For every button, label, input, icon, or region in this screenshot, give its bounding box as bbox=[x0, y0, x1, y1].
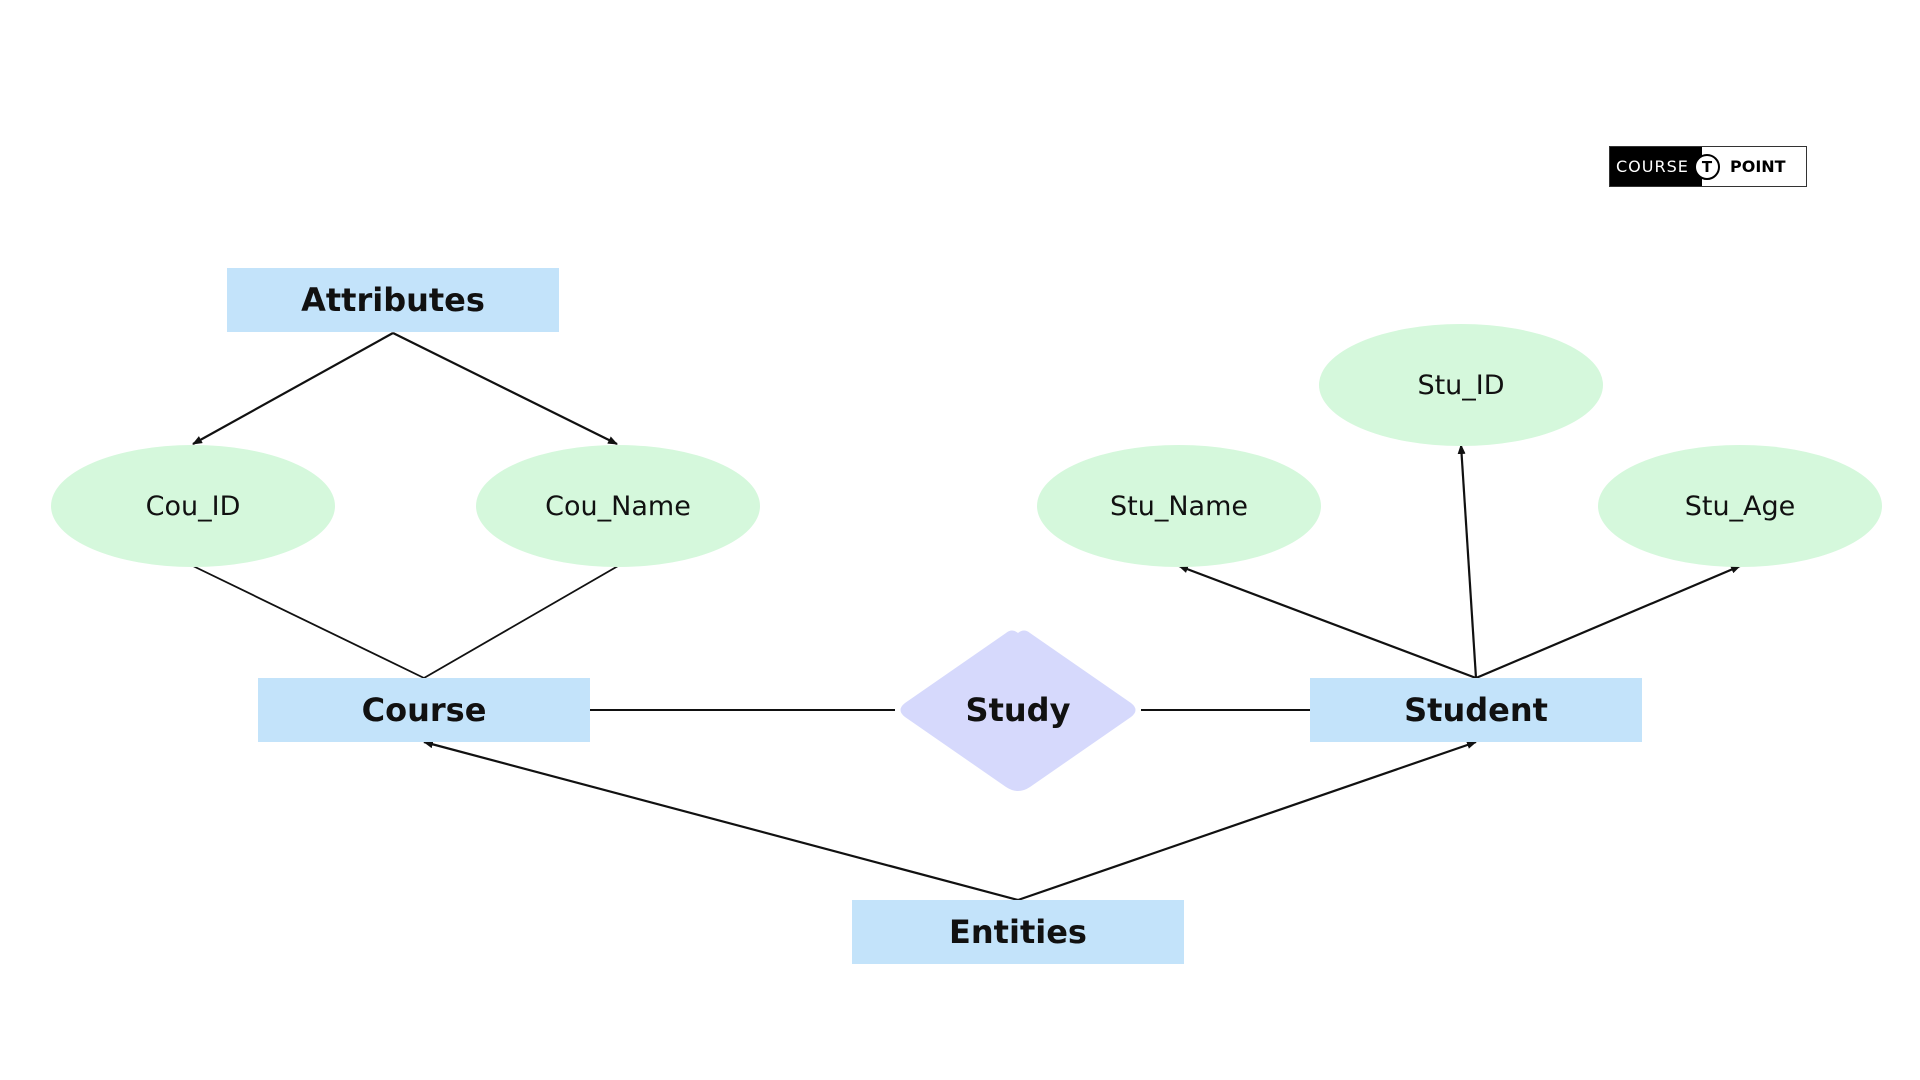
arrow-entities-to-student bbox=[1017, 740, 1477, 902]
entity-student: Student bbox=[1310, 678, 1642, 742]
arrow-student-to-stu-id bbox=[1457, 444, 1478, 679]
attribute-cou-name: Cou_Name bbox=[476, 445, 760, 567]
arrow-attributes-to-cou-id bbox=[192, 332, 394, 445]
entities-label-box: Entities bbox=[852, 900, 1184, 964]
attribute-cou-id: Cou_ID bbox=[51, 445, 335, 567]
arrow-entities-to-course bbox=[423, 740, 1019, 902]
arrow-attributes-to-cou-name bbox=[392, 332, 618, 445]
logo-point-text: POINT bbox=[1730, 157, 1786, 176]
relationship-study: Study bbox=[893, 625, 1143, 795]
arrow-student-to-stu-name bbox=[1178, 564, 1477, 680]
attribute-stu-name: Stu_Name bbox=[1037, 445, 1321, 567]
line-cou-name-to-course bbox=[423, 565, 619, 679]
logo-mark-icon: T bbox=[1694, 154, 1720, 180]
diamond-shape bbox=[900, 630, 1136, 791]
attributes-label-box: Attributes bbox=[227, 268, 559, 332]
attribute-stu-id: Stu_ID bbox=[1319, 324, 1603, 446]
attribute-stu-age: Stu_Age bbox=[1598, 445, 1882, 567]
logo-course-text: COURSE bbox=[1610, 147, 1702, 186]
entity-course: Course bbox=[258, 678, 590, 742]
coursepoint-logo: COURSE T POINT bbox=[1609, 146, 1807, 187]
arrow-student-to-stu-age bbox=[1475, 564, 1741, 680]
relationship-study-label: Study bbox=[965, 691, 1071, 729]
line-cou-id-to-course bbox=[192, 565, 425, 679]
